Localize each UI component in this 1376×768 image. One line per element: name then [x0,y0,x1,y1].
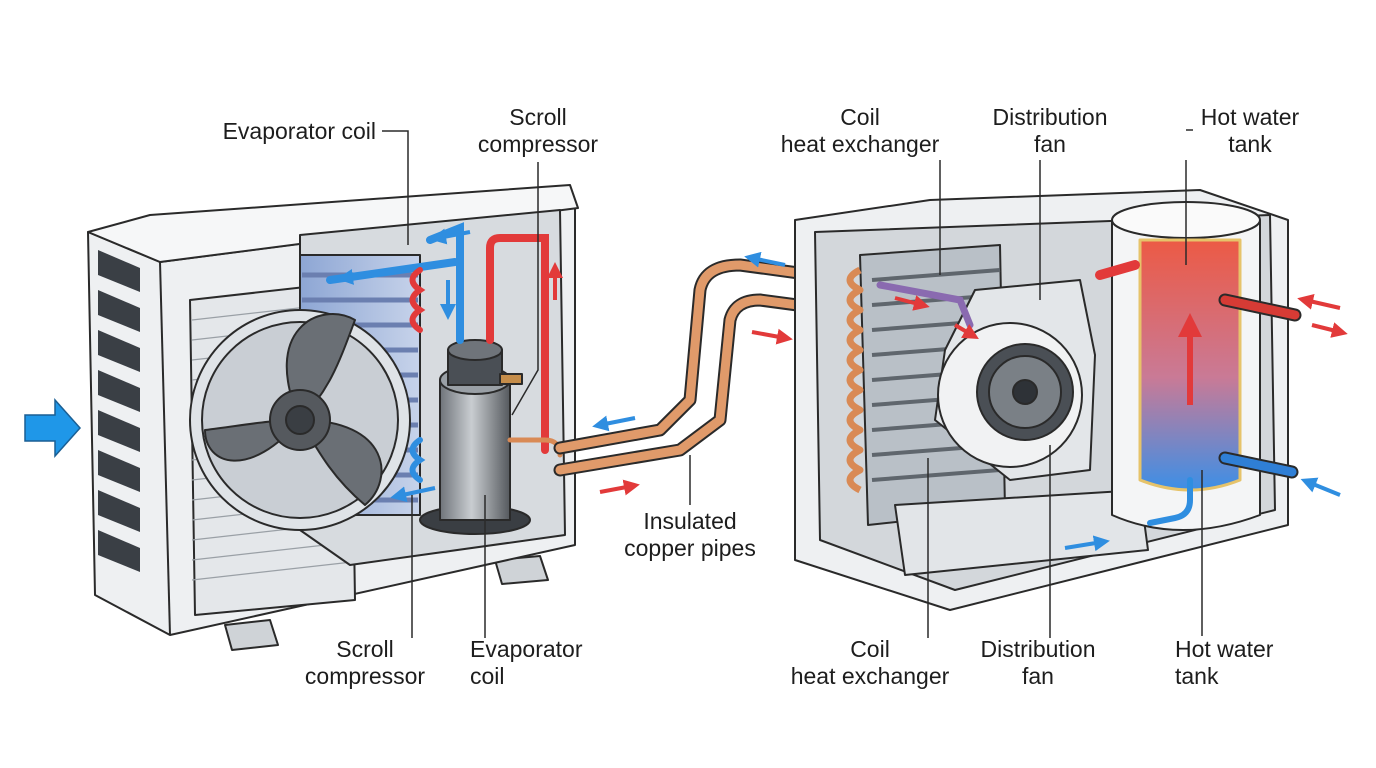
arrow-pipe-blue-1 [592,415,636,432]
arrow-cold-in [1300,477,1341,497]
outdoor-foot-left [224,619,279,651]
outdoor-fan [189,309,411,531]
leader-lines [382,129,1203,638]
label-insulated-copper-pipes: Insulated copper pipes [610,508,770,562]
label-evaporator-coil-top: Evaporator coil [190,118,376,145]
label-hot-water-tank-bottom: Hot water tank [1175,636,1295,690]
arrow-hx-red [894,295,930,311]
label-line: Distribution [980,636,1096,662]
label-line: heat exchanger [790,663,950,689]
label-line: fan [1034,131,1066,157]
label-line: Coil [840,104,880,130]
label-scroll-compressor-top: Scroll compressor [465,104,611,158]
arrow-cold-left [337,268,406,285]
label-line: tank [1228,131,1272,157]
arrow-pipe-red-1 [599,479,640,496]
label-line: tank [1175,663,1219,689]
label-line: copper pipes [624,535,756,561]
label-line: Distribution [992,104,1108,130]
label-coil-heat-exchanger-bottom: Coil heat exchanger [780,636,960,690]
label-line: Insulated [643,508,737,534]
outdoor-side-vents [98,250,140,572]
arrow-cold-bottom [390,486,436,503]
scroll-compressor [419,339,531,535]
arrow-cold-top [430,228,471,245]
label-evaporator-coil-bottom: Evaporator coil [470,636,600,690]
outdoor-top [87,184,579,263]
label-line: compressor [304,663,426,689]
insulated-copper-pipes [553,258,857,477]
label-line: coil [470,663,505,689]
label-line: Scroll [336,636,394,662]
arrow-hx-red-2 [953,323,979,340]
label-line: Evaporator coil [222,118,376,144]
indoor-base-tray [894,489,1149,576]
arrow-tray-blue [1064,535,1110,552]
arrow-hot-out-2 [1311,322,1348,338]
label-line: heat exchanger [780,131,940,157]
flow-arrows [24,228,1348,552]
label-hot-water-tank-top: Hot water tank [1190,104,1310,158]
air-inlet-arrow [24,398,82,458]
label-line: Evaporator [470,636,583,662]
label-distribution-fan-bottom: Distribution fan [963,636,1113,690]
arrow-pipe-red-2 [751,328,793,345]
indoor-water-pipes [876,260,1302,526]
arrow-hot-out-1 [1297,293,1341,310]
label-line: fan [1022,663,1054,689]
indoor-unit [794,189,1289,611]
label-line: Hot water [1200,104,1300,130]
label-line: compressor [477,131,599,157]
label-scroll-compressor-bottom: Scroll compressor [290,636,440,690]
label-distribution-fan-top: Distribution fan [975,104,1125,158]
label-line: Coil [850,636,890,662]
label-line: Hot water [1175,636,1274,662]
outdoor-unit [87,184,579,651]
label-line: Scroll [509,104,567,130]
arrow-pipe-blue-2 [744,251,786,268]
outdoor-foot-right [494,555,549,585]
label-coil-heat-exchanger-top: Coil heat exchanger [770,104,950,158]
